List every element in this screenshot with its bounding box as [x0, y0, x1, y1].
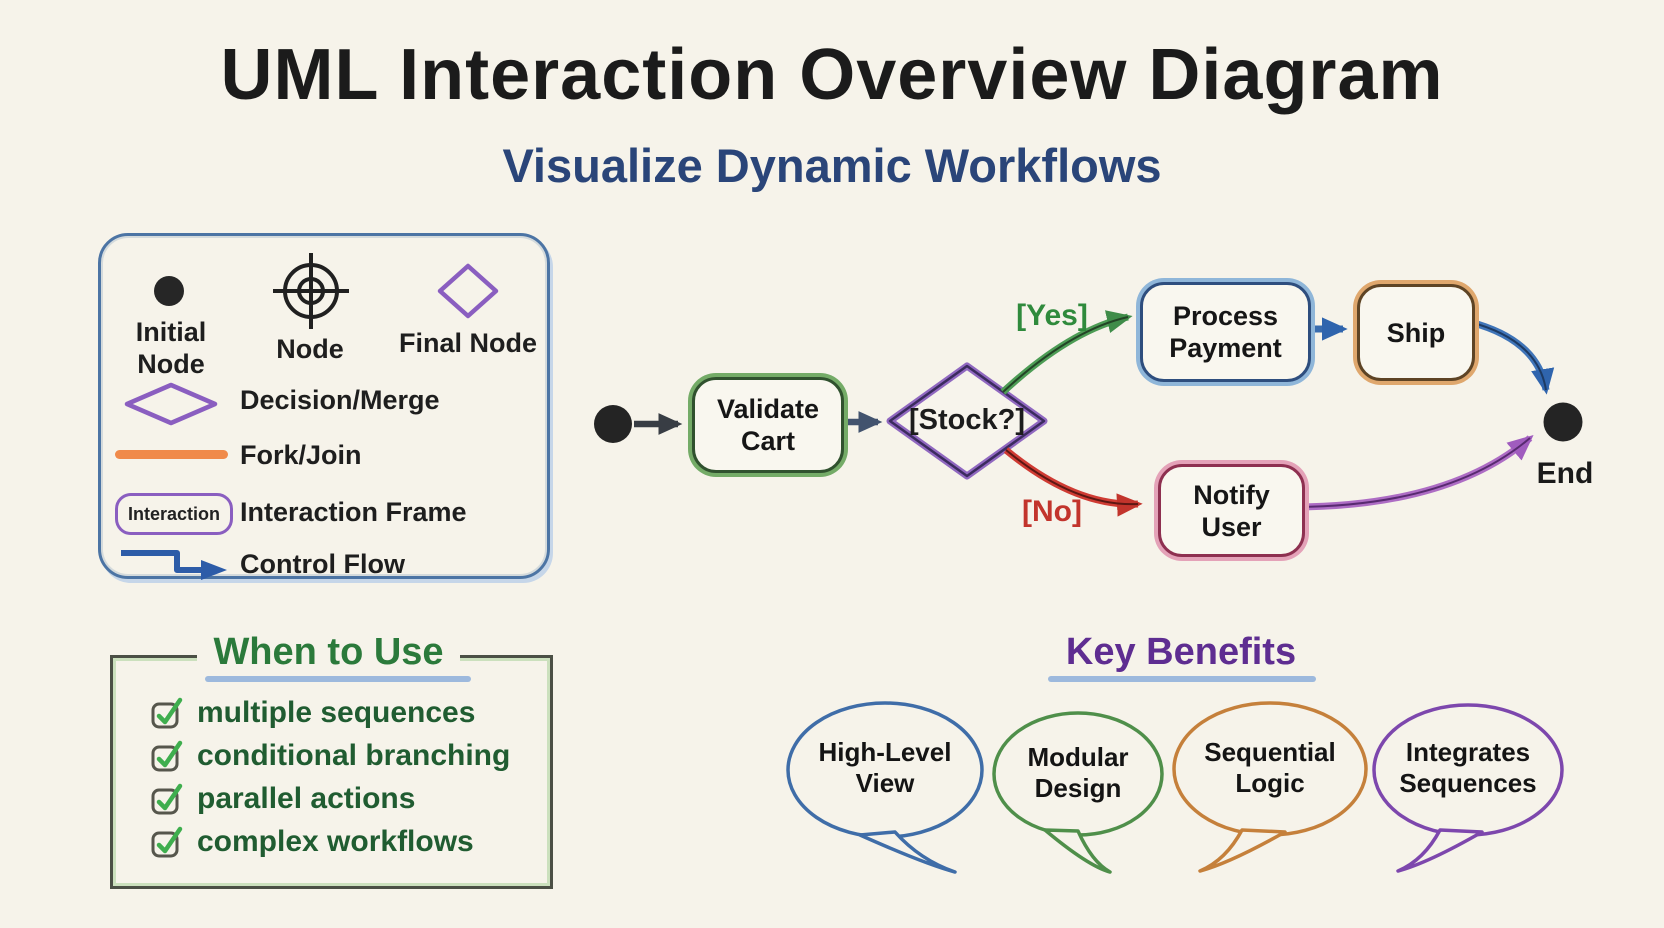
- flow-node-process-payment: Process Payment: [1140, 282, 1311, 382]
- when-item: complex workflows: [197, 825, 474, 858]
- checkbox-icon: [151, 826, 183, 858]
- checkbox-icon: [151, 740, 183, 772]
- initial-node-icon: [154, 276, 184, 306]
- checkbox-icon: [151, 783, 183, 815]
- control-flow-icon: [121, 550, 227, 580]
- final-node-icon: [437, 263, 499, 319]
- initial-node-dot: [594, 405, 632, 443]
- flow-node-notify-user: Notify User: [1158, 464, 1305, 557]
- legend-interaction-frame-label: Interaction Frame: [240, 497, 467, 527]
- bubble-sequential-tail: [1198, 828, 1287, 873]
- decision-merge-icon: [124, 382, 218, 426]
- benefit-bubble-label: High-Level View: [818, 737, 952, 798]
- key-benefits-title: Key Benefits: [1065, 631, 1297, 673]
- notify-to-end-arrow-inner: [1295, 437, 1531, 508]
- benefit-bubble-label: Modular Design: [1027, 742, 1129, 803]
- flow-node-ship: Ship: [1357, 284, 1475, 381]
- legend-control-flow-label: Control Flow: [240, 549, 405, 579]
- end-node-dot: [1543, 402, 1583, 442]
- interaction-frame-icon: Interaction: [115, 493, 233, 535]
- flow-decision-stock: [Stock?]: [909, 404, 1025, 436]
- when-item: conditional branching: [197, 739, 511, 772]
- legend-decision-label: Decision/Merge: [240, 385, 440, 415]
- ship-to-end-arrow: [1469, 318, 1555, 395]
- legend-final-node-label: Final Node: [398, 328, 537, 358]
- bubble-integrates-tail: [1396, 828, 1484, 873]
- key-benefits-underline: [1048, 676, 1316, 682]
- when-to-use-underline: [205, 676, 471, 682]
- flow-node-validate-cart: Validate Cart: [692, 377, 844, 473]
- node-crosshair-icon: [273, 253, 349, 329]
- legend-panel: Initial Node Node Final Node Decision/Me…: [98, 233, 550, 580]
- interaction-frame-text: Interaction: [127, 503, 220, 524]
- when-item: parallel actions: [197, 782, 416, 815]
- bubble-modular-tail: [1043, 828, 1112, 874]
- fork-join-icon: [115, 450, 228, 459]
- edge-label-yes: [Yes]: [1016, 299, 1088, 332]
- flow-end-label: End: [1536, 457, 1594, 490]
- ship-to-end-arrow-inner: [1469, 321, 1547, 391]
- when-item: multiple sequences: [197, 696, 476, 729]
- page-subtitle: Visualize Dynamic Workflows: [502, 139, 1162, 192]
- benefit-bubble-label: Sequential Logic: [1204, 737, 1336, 798]
- edge-label-no: [No]: [1022, 495, 1082, 528]
- legend-initial-node-label: Initial Node: [135, 317, 207, 379]
- page-title: UML Interaction Overview Diagram: [220, 35, 1444, 115]
- legend-fork-label: Fork/Join: [240, 440, 362, 470]
- bubble-high-level-tail: [858, 830, 957, 874]
- legend-node-label: Node: [276, 334, 344, 364]
- notify-to-end-arrow: [1295, 434, 1534, 511]
- when-to-use-title: When to Use: [110, 631, 547, 674]
- checkbox-icon: [151, 697, 183, 729]
- benefit-bubble-label: Integrates Sequences: [1399, 737, 1537, 798]
